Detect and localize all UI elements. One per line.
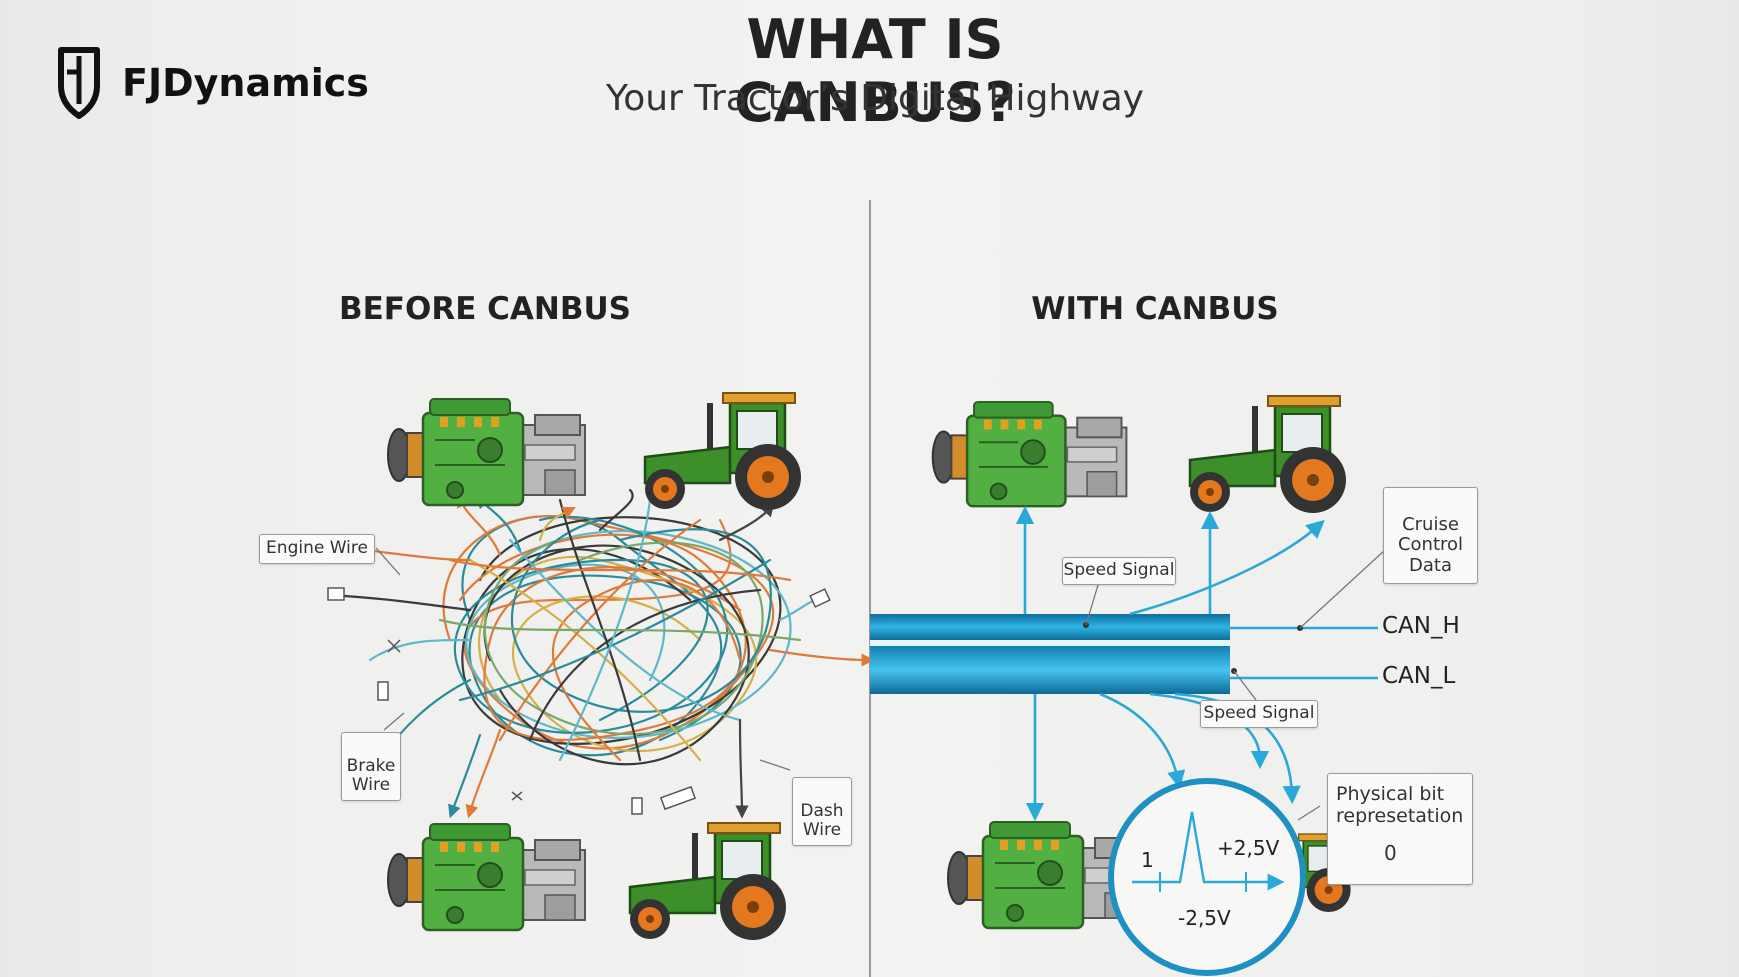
physical-bit-label: Physical bit represetation 0 bbox=[1327, 773, 1473, 885]
speed-signal-top-text: Speed Signal bbox=[1063, 560, 1175, 580]
engine-wire-label: Engine Wire bbox=[259, 534, 375, 564]
plug-icons bbox=[327, 587, 831, 815]
fj-shield-icon bbox=[58, 47, 100, 119]
tractor-top-right bbox=[1188, 394, 1348, 515]
can-bus-cable bbox=[870, 614, 1378, 694]
engine-bottom-left bbox=[386, 822, 587, 932]
callout-leaders bbox=[375, 547, 1386, 821]
tractor-bottom-left bbox=[628, 821, 788, 942]
physical-bit-text: Physical bit represetation bbox=[1336, 783, 1464, 827]
brake-wire-text: Brake Wire bbox=[346, 755, 396, 796]
wave-minus-label: -2,5V bbox=[1178, 906, 1231, 930]
before-canbus-heading: BEFORE CANBUS bbox=[339, 291, 631, 327]
speed-signal-bottom-text: Speed Signal bbox=[1203, 703, 1315, 723]
speed-signal-top-label: Speed Signal bbox=[1062, 557, 1176, 585]
engine-top-left bbox=[386, 397, 587, 507]
tangle-connections bbox=[337, 488, 875, 819]
dash-wire-label: Dash Wire bbox=[792, 777, 852, 846]
engine-top-right bbox=[931, 400, 1128, 508]
brand-logo[interactable]: FJDynamics bbox=[58, 46, 369, 120]
dash-wire-text: Dash Wire bbox=[800, 800, 844, 841]
can-h-label: CAN_H bbox=[1382, 613, 1460, 639]
physical-zero-text: 0 bbox=[1384, 841, 1397, 865]
brake-wire-label: Brake Wire bbox=[341, 732, 401, 801]
page-subtitle: Your Tractor’s Digital Highway bbox=[606, 78, 1144, 119]
speed-signal-bottom-label: Speed Signal bbox=[1200, 700, 1318, 728]
with-canbus-heading: WITH CANBUS bbox=[1031, 291, 1279, 327]
can-l-label: CAN_L bbox=[1382, 663, 1456, 689]
wave-plus-label: +2,5V bbox=[1217, 836, 1280, 860]
page-title: WHAT IS CANBUS? bbox=[734, 8, 1016, 134]
cruise-control-label: Cruise Control Data bbox=[1383, 487, 1478, 584]
wire-tangle bbox=[438, 498, 802, 766]
waveform-magnifier bbox=[1108, 778, 1306, 976]
section-divider bbox=[869, 200, 871, 977]
cruise-control-text: Cruise Control Data bbox=[1397, 513, 1464, 577]
engine-wire-text: Engine Wire bbox=[266, 538, 368, 558]
brand-name: FJDynamics bbox=[122, 61, 369, 105]
wave-one-label: 1 bbox=[1141, 848, 1154, 872]
tractor-top-left bbox=[643, 391, 803, 512]
